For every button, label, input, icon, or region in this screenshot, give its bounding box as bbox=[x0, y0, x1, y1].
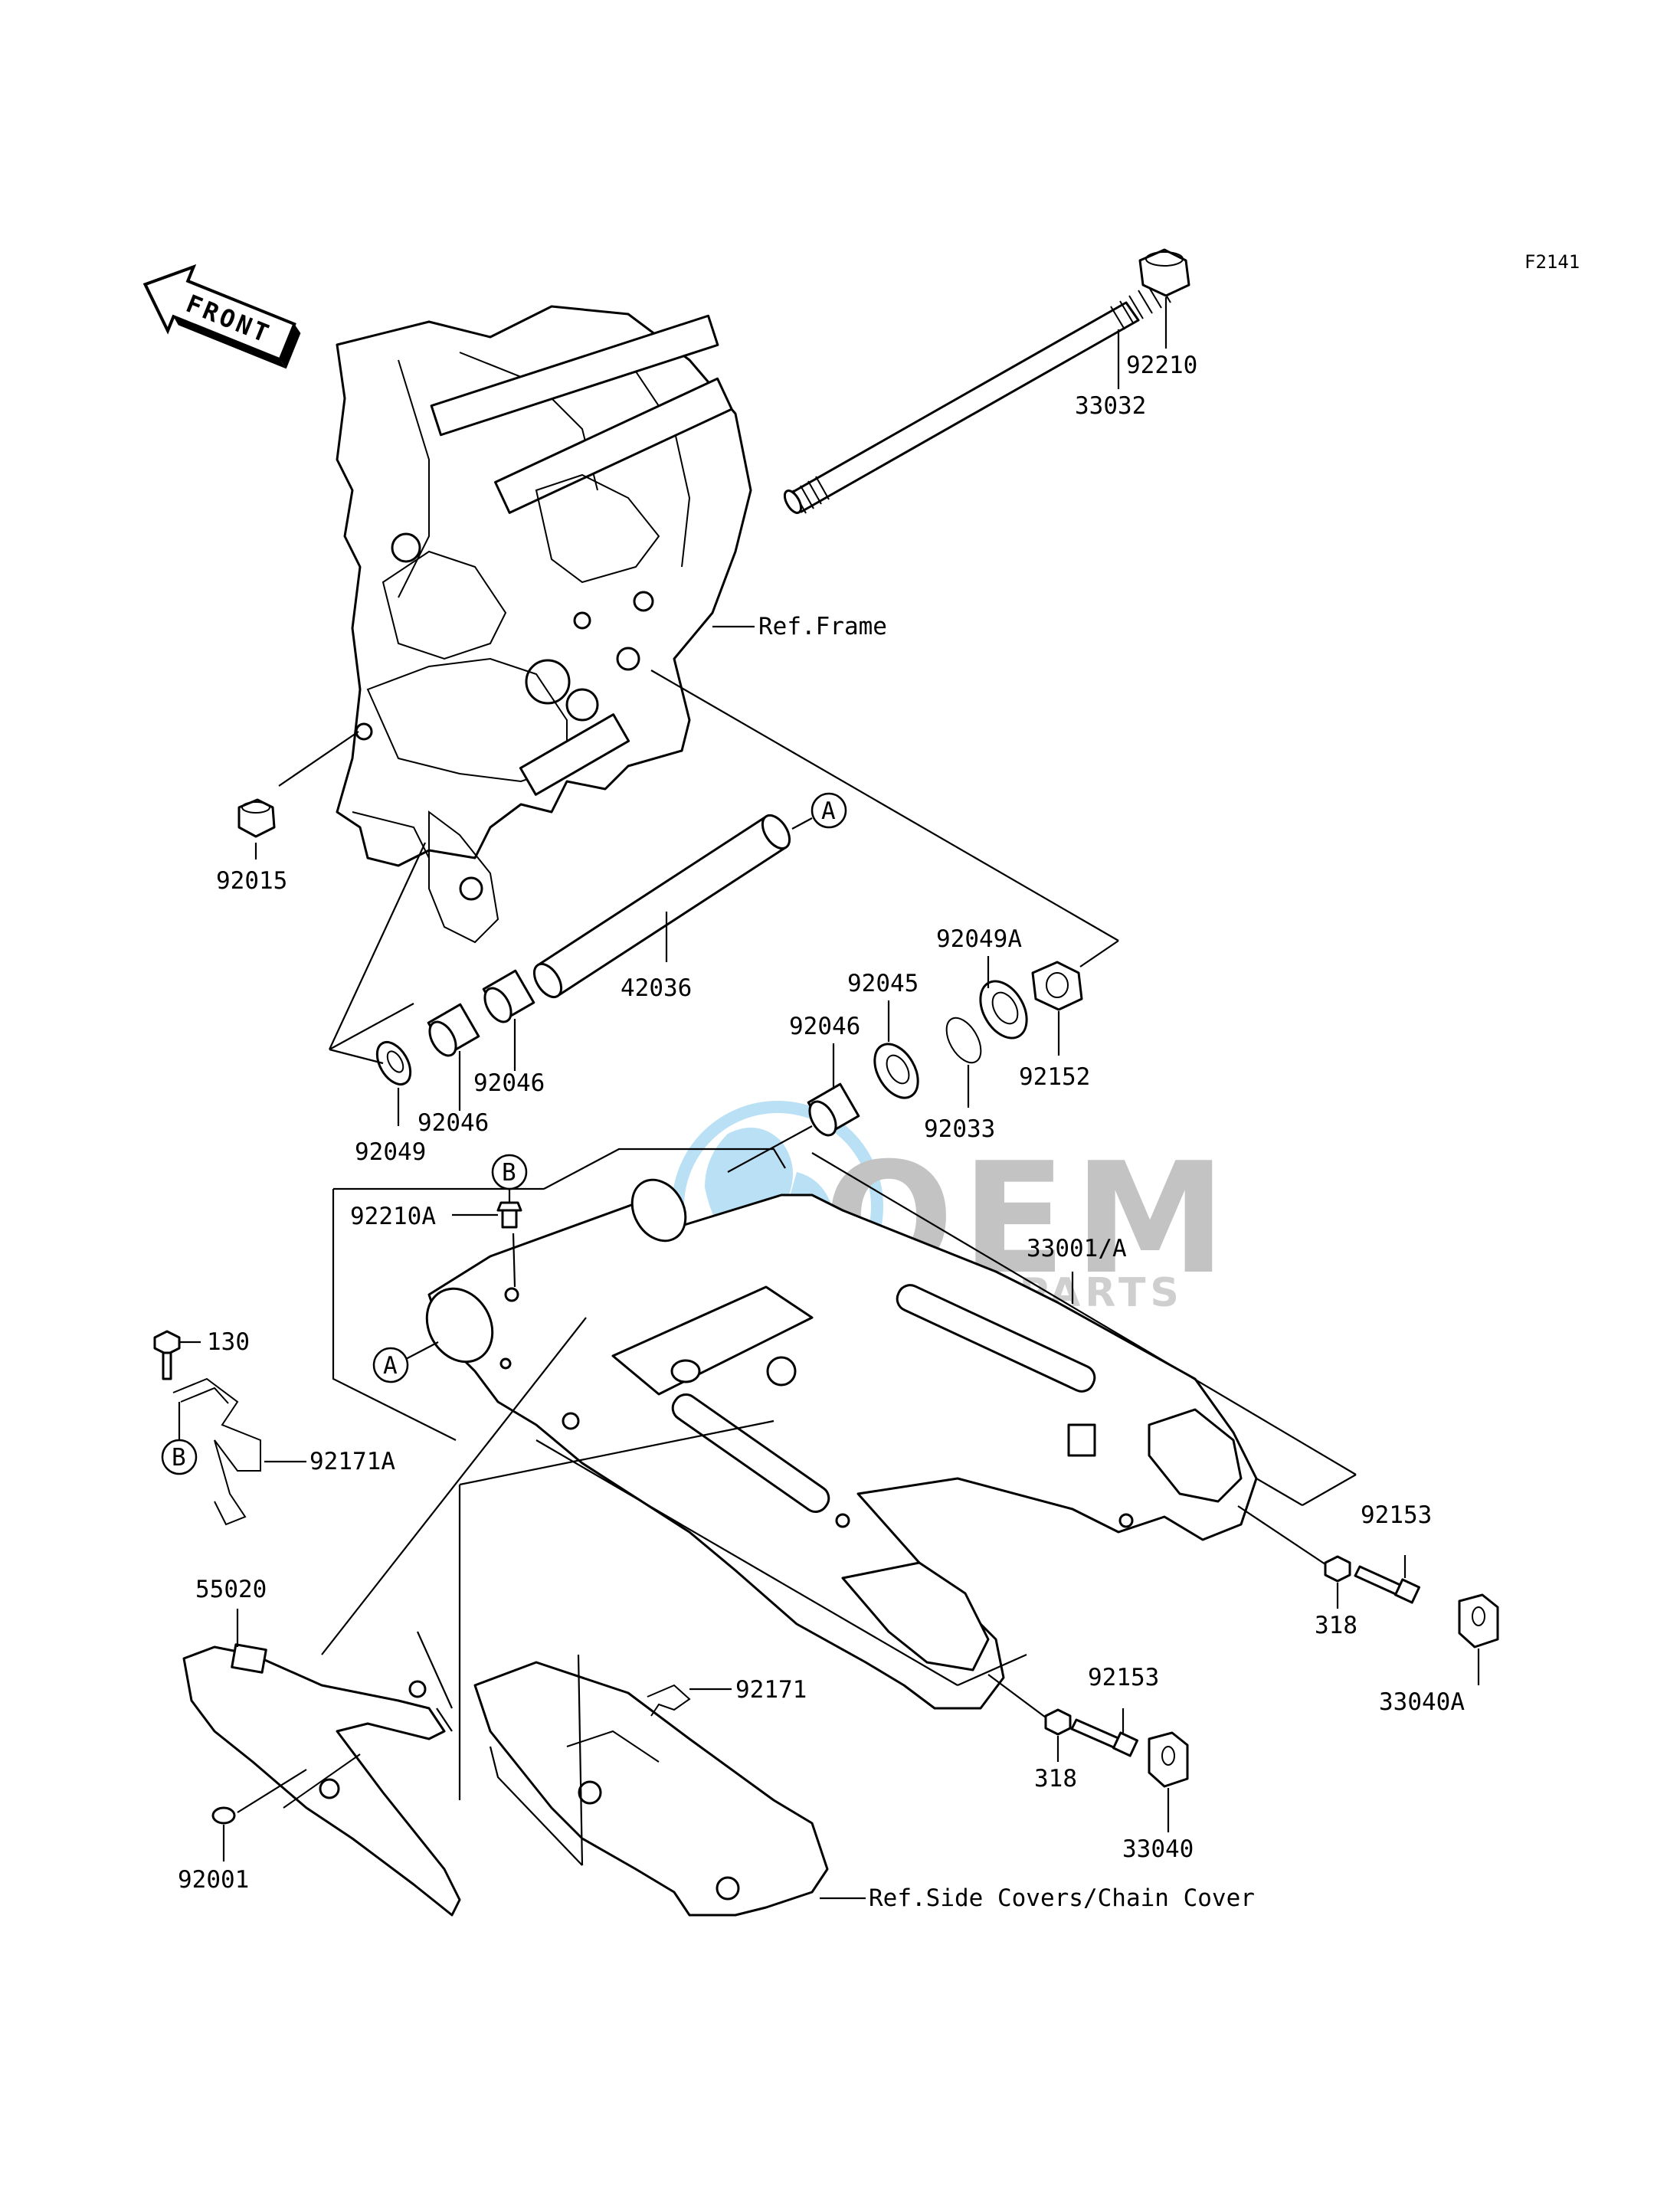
frame-drawing bbox=[336, 305, 752, 944]
callout-b-top: B bbox=[491, 1154, 528, 1190]
label-92046-left: 92046 bbox=[418, 1109, 489, 1137]
nut-92152 bbox=[1031, 961, 1083, 1011]
diagram-code: F2141 bbox=[1524, 251, 1580, 273]
label-130: 130 bbox=[207, 1328, 250, 1356]
label-33040A: 33040A bbox=[1379, 1688, 1465, 1716]
front-arrow-icon: FRONT bbox=[142, 264, 301, 369]
label-92153-right: 92153 bbox=[1361, 1501, 1432, 1529]
needle-bearing-92046-a bbox=[427, 1003, 480, 1057]
nut-92210 bbox=[1138, 248, 1190, 297]
label-92153-lower: 92153 bbox=[1088, 1664, 1159, 1691]
bolt-92210A bbox=[496, 1201, 522, 1229]
bolt-130 bbox=[153, 1330, 181, 1380]
callout-a-left-label: A bbox=[383, 1352, 398, 1380]
label-92049A: 92049A bbox=[936, 925, 1022, 953]
label-92152: 92152 bbox=[1019, 1063, 1090, 1091]
label-92171A: 92171A bbox=[309, 1448, 395, 1475]
nut-92015 bbox=[237, 798, 276, 838]
label-ref-frame: Ref.Frame bbox=[758, 613, 887, 640]
label-33032: 33032 bbox=[1075, 392, 1146, 420]
needle-bearing-92046-c bbox=[807, 1082, 860, 1137]
label-92049: 92049 bbox=[355, 1138, 426, 1166]
callout-b-top-label: B bbox=[502, 1159, 516, 1187]
label-92171: 92171 bbox=[735, 1676, 807, 1704]
label-33001A: 33001/A bbox=[1027, 1235, 1127, 1262]
label-92045: 92045 bbox=[847, 970, 919, 997]
screw-92001 bbox=[211, 1806, 236, 1825]
label-318-right: 318 bbox=[1315, 1612, 1357, 1639]
bolt-92153-b bbox=[1070, 1718, 1139, 1757]
label-92210: 92210 bbox=[1126, 352, 1197, 379]
label-92046-mid: 92046 bbox=[473, 1069, 545, 1097]
clip-92171A bbox=[172, 1377, 261, 1526]
label-92001: 92001 bbox=[178, 1866, 249, 1894]
chain-cover bbox=[473, 1661, 829, 1917]
adjuster-33040 bbox=[1148, 1731, 1189, 1788]
label-55020: 55020 bbox=[195, 1576, 267, 1603]
label-42036: 42036 bbox=[621, 974, 692, 1002]
label-318-lower: 318 bbox=[1034, 1765, 1077, 1793]
chain-guide-55020 bbox=[182, 1643, 461, 1917]
label-33040: 33040 bbox=[1122, 1835, 1194, 1863]
swingarm-33001A bbox=[425, 1178, 1258, 1710]
callout-b-left-label: B bbox=[172, 1444, 186, 1472]
callout-b-left: B bbox=[161, 1439, 198, 1475]
seal-92049A bbox=[979, 980, 1028, 1040]
leader-lines bbox=[178, 297, 1480, 1900]
label-92015: 92015 bbox=[216, 867, 287, 895]
part-labels: 92210 33032 Ref.Frame 92015 42036 92049A… bbox=[178, 352, 1465, 1912]
circlip-92033 bbox=[945, 1017, 982, 1064]
needle-bearing-92046-b bbox=[482, 969, 535, 1023]
washer-92049 bbox=[375, 1041, 412, 1085]
label-92033: 92033 bbox=[924, 1115, 995, 1143]
adjuster-33040A bbox=[1458, 1593, 1499, 1649]
callout-a-left: A bbox=[372, 1347, 409, 1383]
callout-a-top: A bbox=[811, 792, 847, 829]
nut-318-a bbox=[1324, 1555, 1351, 1583]
label-ref-side-covers: Ref.Side Covers/Chain Cover bbox=[869, 1884, 1255, 1912]
sleeve-42036 bbox=[532, 814, 791, 999]
nut-318-b bbox=[1044, 1708, 1072, 1736]
callout-a-top-label: A bbox=[821, 797, 836, 825]
bolt-92153-a bbox=[1354, 1565, 1421, 1604]
ball-bearing-92045 bbox=[873, 1043, 919, 1099]
clip-92171 bbox=[647, 1684, 691, 1717]
label-92210A: 92210A bbox=[350, 1203, 436, 1230]
label-92046-right: 92046 bbox=[789, 1013, 860, 1040]
